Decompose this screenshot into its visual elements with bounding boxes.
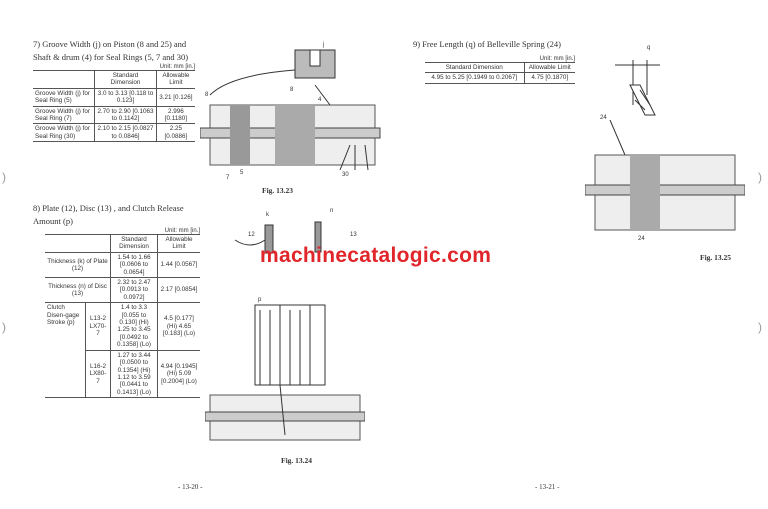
label-5: 5 [240,170,244,176]
disc-item: Thickness (n) of Disc (13) [48,282,107,298]
plate-std: 1.54 to 1.66 [0.0606 to 0.0654] [110,252,158,278]
label-j: j [323,42,325,48]
header-standard: Standard Dimension [94,70,157,89]
row-item: Groove Width (j) for Seal Ring (5) [35,89,90,105]
header-limit: Allowable Limit [155,70,195,89]
label-13: 13 [350,232,357,238]
label-n: n [330,208,334,214]
row-limit: 3.21 [0.126] [155,88,195,107]
binder-hole-mark: ) [2,170,6,184]
row-limit: 2.25 [0.0886] [155,123,195,142]
disc-limit: 2.17 [0.0854] [157,277,200,303]
unit-label: Unit: mm [in.] [539,56,575,62]
model-std: 1.4 to 3.3 [0.055 to 0.130] (Hi) 1.25 to… [110,302,158,351]
plate-item: Thickness (k) of Plate (12) [47,257,108,272]
label-8: 8 [205,92,209,98]
stroke-item: Clutch Disen-gage Stroke (p) [47,304,80,327]
page-number-right: - 13-21 - [535,483,560,491]
label-q: q [647,45,651,51]
model-std: 1.27 to 3.44 [0.0500 to 0.1354] (Hi) 1.1… [110,350,158,398]
label-7: 7 [226,175,230,181]
label-k: k [266,212,269,218]
watermark: machinecatalogic.com [260,244,492,267]
model: L16-2 LX80-7 [84,350,111,398]
header-standard: Standard Dimension [110,234,158,253]
label-12: 12 [248,232,255,238]
label-8: 8 [290,87,294,93]
label-24: 24 [600,115,607,121]
label-4: 4 [318,97,322,103]
header-limit: Allowable Limit [523,61,575,74]
model-limit: 4.94 [0.1945] (Hi) 5.09 [0.2004] (Lo) [157,350,200,398]
fig-13-25-caption: Fig. 13.25 [700,253,732,262]
std-value: 4.95 to 5.25 [0.1949 to 0.2067] [431,74,518,82]
section-8-title: 8) Plate (12), Disc (13) , and Clutch Re… [33,203,184,226]
disc-std: 2.32 to 2.47 [0.0913 to 0.0972] [110,277,158,303]
section-9-title: 9) Free Length (q) of Belleville Spring … [413,39,562,49]
fig-13-23-caption: Fig. 13.23 [262,186,294,195]
fig-13-24-drawing [205,221,365,441]
model: L13-2 LX70-7 [84,302,111,351]
binder-hole-mark: ) [758,320,762,334]
row-limit: 2.996 [0.1180] [155,106,195,124]
fig-13-24-caption: Fig. 13.24 [281,456,313,465]
section-7-title: 7) Groove Width (j) on Piston (8 and 25)… [33,39,189,62]
label-30: 30 [342,172,349,178]
plate-limit: 1.44 [0.0567] [157,252,200,278]
label-24: 24 [638,236,645,242]
row-std: 2.70 to 2.90 [0.1063 to 0.1142] [94,106,157,124]
unit-label: Unit: mm [in.] [164,228,200,234]
fig-13-25-drawing [585,60,745,231]
label-p: p [258,297,262,303]
binder-hole-mark: ) [758,170,762,184]
row-std: 3.0 to 3.13 [0.118 to 0.123] [94,88,157,107]
binder-hole-mark: ) [2,320,6,334]
fig-13-23-drawing [200,49,381,171]
limit-value: 4.75 [0.1870] [523,72,575,84]
row-std: 2.10 to 2.15 [0.0827 to 0.0846] [94,123,157,142]
unit-label: Unit: mm [in.] [159,64,195,70]
page-number-left: - 13-20 - [178,483,203,491]
header-limit: Allowable Limit [157,234,200,253]
model-limit: 4.5 [0.177] (Hi) 4.65 [0.183] (Lo) [157,302,200,351]
row-item: Groove Width (j) for Seal Ring (7) [35,107,90,123]
row-item: Groove Width (j) for Seal Ring (30) [35,125,90,140]
header-standard: Standard Dimension [425,61,524,74]
